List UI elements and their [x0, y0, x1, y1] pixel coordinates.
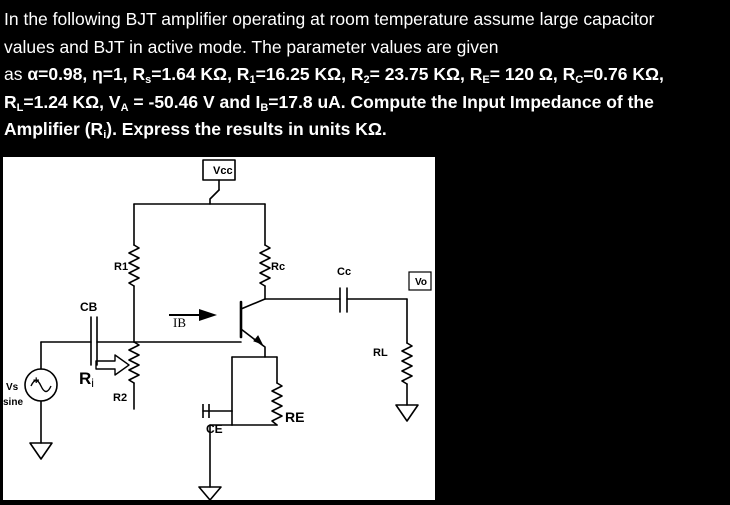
q3-a9: E	[482, 74, 490, 86]
q3-a7: 2	[363, 74, 370, 86]
ground-source-icon	[29, 442, 53, 460]
q4-a1: R	[4, 91, 17, 112]
q4-a6: B	[260, 101, 269, 114]
q3-a10: = 120 Ω, R	[489, 64, 576, 84]
q3-a8: = 23.75 KΩ, R	[369, 64, 483, 84]
question-line-5: Amplifier (Ri). Express the results in u…	[4, 116, 726, 144]
ground-emitter-icon	[198, 486, 222, 500]
label-ce: CE	[206, 422, 223, 436]
label-vo: Vo	[415, 277, 427, 288]
q3-a11: C	[575, 74, 584, 86]
question-text: In the following BJT amplifier operating…	[4, 6, 726, 144]
rc-resistor	[259, 244, 271, 287]
q4-a2: L	[16, 101, 24, 114]
r2-resistor	[128, 341, 140, 384]
rl-resistor	[401, 342, 413, 385]
label-sine: sine	[3, 397, 23, 408]
question-line-2: values and BJT in active mode. The param…	[4, 36, 499, 57]
vo-box	[408, 271, 432, 291]
ground-rl-icon	[395, 404, 419, 422]
ib-arrow-icon	[199, 309, 217, 321]
q4-a7: =17.8 uA. Compute the Input Impedance of…	[268, 91, 654, 112]
q4-a4: A	[120, 101, 129, 114]
question-line-4: RL=1.24 KΩ, VA = -50.46 V and IB=17.8 uA…	[4, 89, 726, 117]
question-line-1: In the following BJT amplifier operating…	[4, 9, 655, 29]
label-cc: Cc	[337, 266, 351, 278]
q3-a1: as	[4, 64, 28, 84]
q3-a2: α=0.98, η=1, R	[27, 64, 146, 84]
label-ri: Ri	[79, 369, 94, 390]
label-rc: Rc	[271, 261, 285, 273]
q3-a12: =0.76 KΩ,	[583, 64, 664, 84]
label-cb: CB	[80, 300, 98, 314]
label-ri-i: i	[91, 376, 94, 390]
label-rl: RL	[373, 347, 388, 359]
label-ri-r: R	[79, 369, 91, 388]
q5-a3: ). Express the results in units KΩ.	[106, 119, 387, 139]
q3-a4: =1.64 KΩ, R	[151, 64, 250, 84]
question-line-3: as α=0.98, η=1, Rs=1.64 KΩ, R1=16.25 KΩ,…	[4, 61, 726, 89]
svg-text:+: +	[33, 375, 39, 387]
q3-a6: =16.25 KΩ, R	[255, 64, 364, 84]
q4-a5: = -50.46 V and I	[128, 91, 261, 112]
re-resistor	[271, 382, 283, 426]
circuit-schematic: + Vcc R1 Rc Cc Vo CB IB RL Ri R2 Vs sine…	[3, 159, 432, 500]
label-r2: R2	[113, 392, 127, 404]
q5-a1: Amplifier (R	[4, 119, 104, 139]
q3-a3: s	[145, 74, 152, 86]
ri-arrow-icon	[95, 354, 130, 376]
r1-resistor	[128, 244, 140, 287]
q5-a2: i	[103, 129, 107, 141]
q3-a5: 1	[249, 74, 256, 86]
label-ib: IB	[173, 315, 186, 330]
label-vcc: Vcc	[213, 165, 233, 177]
label-r1: R1	[114, 261, 128, 273]
label-re: RE	[285, 409, 304, 425]
q4-a3: =1.24 KΩ, V	[23, 91, 121, 112]
circuit-diagram: + Vcc R1 Rc Cc Vo CB IB RL Ri R2 Vs sine…	[3, 157, 435, 500]
label-vs: Vs	[6, 382, 19, 393]
